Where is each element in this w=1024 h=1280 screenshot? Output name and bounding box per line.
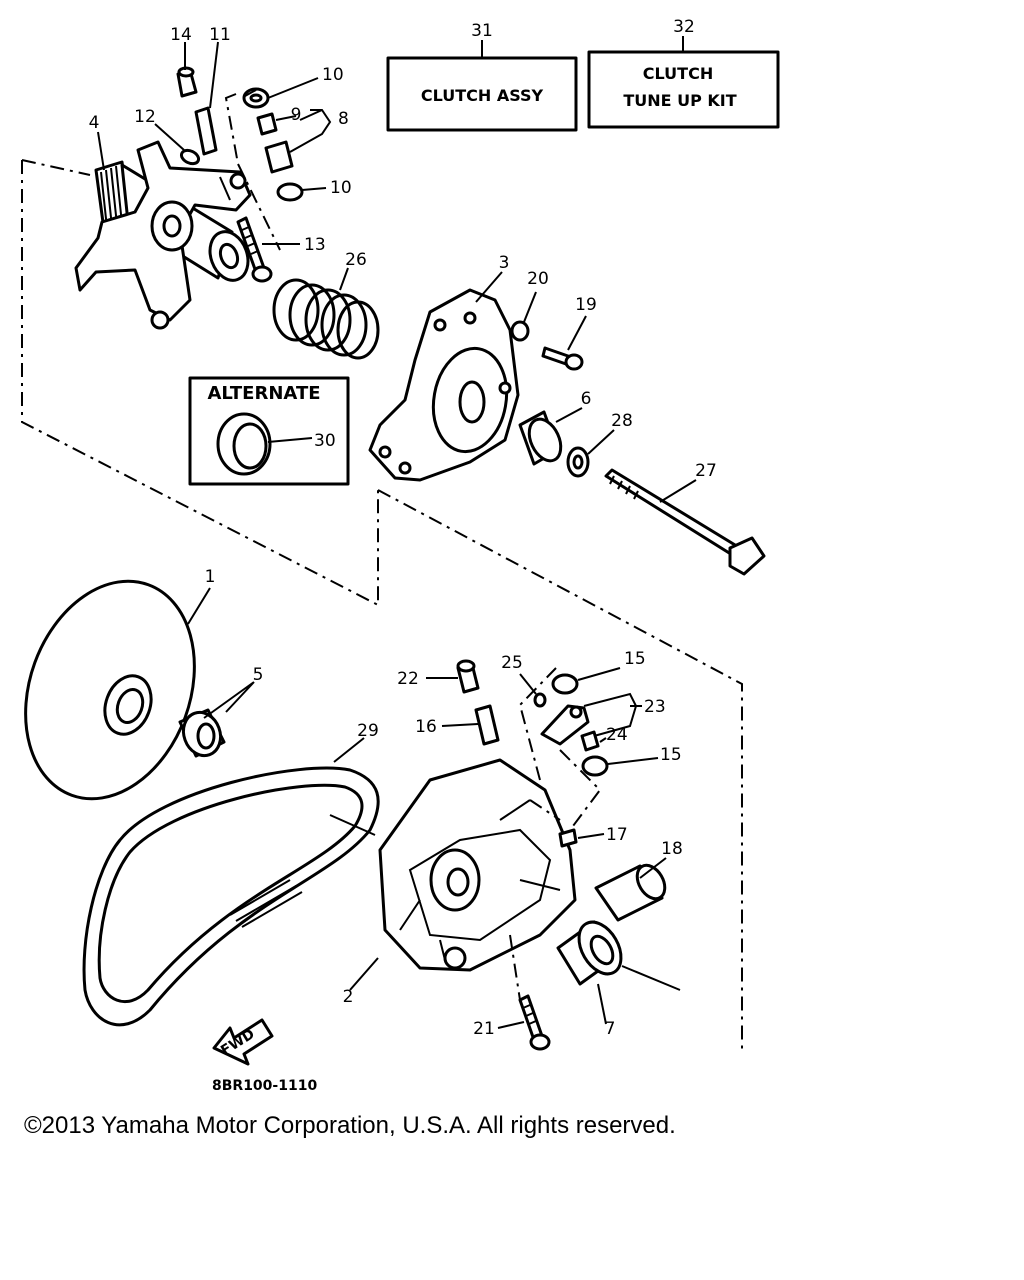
part-13-bolt [236, 216, 273, 283]
part-15-washer-bottom [581, 755, 609, 777]
part-23-weight [540, 704, 590, 746]
part-4-spider-shaft [74, 140, 252, 330]
callout-15-bottom: 15 [660, 745, 682, 765]
part-1-sheave [24, 579, 196, 801]
alternate-label: ALTERNATE [207, 383, 320, 404]
callout-10-top: 10 [322, 65, 344, 85]
callout-16: 16 [415, 717, 437, 737]
callout-27: 27 [695, 461, 717, 481]
diagram-code: 8BR100-1110 [212, 1078, 317, 1094]
callout-18: 18 [661, 839, 683, 859]
alternate-box: ALTERNATE [188, 376, 350, 486]
callout-13: 13 [304, 235, 326, 255]
part-3-cover [368, 288, 520, 482]
callout-11: 11 [209, 25, 231, 45]
callout-14: 14 [170, 25, 192, 45]
callout-10-bottom: 10 [330, 178, 352, 198]
callout-12: 12 [134, 107, 156, 127]
part-5-bushing [178, 708, 226, 758]
part-26-spring [272, 278, 380, 360]
part-8-roller [264, 140, 294, 174]
part-6-bushing [518, 410, 563, 466]
callout-3: 3 [499, 253, 510, 273]
callout-19: 19 [575, 295, 597, 315]
copyright-notice: ©2013 Yamaha Motor Corporation, U.S.A. A… [24, 1112, 676, 1139]
part-15-washer-top [551, 673, 579, 695]
part-14-cap [176, 66, 198, 98]
tune-up-kit-label-line2: TUNE UP KIT [623, 91, 736, 110]
callout-26: 26 [345, 250, 367, 270]
callout-20: 20 [527, 269, 549, 289]
callout-4: 4 [89, 113, 100, 133]
callout-5: 5 [253, 665, 264, 685]
callout-32: 32 [673, 17, 695, 37]
part-25-pin [533, 692, 547, 708]
part-10-washer-top [242, 87, 270, 109]
part-10-washer-bottom [276, 182, 304, 202]
leader-lines [97, 41, 697, 1029]
callout-2: 2 [343, 987, 354, 1007]
callout-21: 21 [473, 1019, 495, 1039]
clutch-assy-box: CLUTCH ASSY [386, 40, 578, 132]
callout-25: 25 [501, 653, 523, 673]
callout-7: 7 [605, 1019, 616, 1039]
part-28-washer [566, 446, 590, 478]
callout-22: 22 [397, 669, 419, 689]
part-24-bushing [580, 730, 600, 752]
part-22-cap [456, 659, 480, 694]
callout-15-top: 15 [624, 649, 646, 669]
callout-6: 6 [581, 389, 592, 409]
part-7-bushing [556, 920, 623, 986]
fwd-arrow-icon: FWD [212, 1018, 274, 1066]
part-9-bushing [256, 112, 278, 136]
part-12-pin [179, 148, 201, 166]
callout-1: 1 [205, 567, 216, 587]
callout-31: 31 [471, 21, 493, 41]
part-18-sleeve [594, 863, 667, 922]
callout-24: 24 [606, 725, 628, 745]
callout-9: 9 [291, 105, 302, 125]
part-29-belt [82, 766, 380, 1027]
callout-30: 30 [314, 431, 336, 451]
callout-17: 17 [606, 825, 628, 845]
part-2-clutch-housing [329, 758, 577, 972]
part-11-pin [194, 106, 218, 156]
clutch-tune-up-kit-box: CLUTCH TUNE UP KIT [587, 36, 780, 129]
part-19-bolt [541, 346, 584, 371]
callout-28: 28 [611, 411, 633, 431]
part-27-long-bolt [604, 468, 766, 576]
part-21-bolt [518, 994, 551, 1051]
tune-up-kit-label-line1: CLUTCH [643, 64, 713, 83]
callout-29: 29 [357, 721, 379, 741]
clutch-assy-label: CLUTCH ASSY [421, 86, 544, 105]
callout-8: 8 [338, 109, 349, 129]
part-17-screw [558, 828, 578, 848]
callout-23: 23 [644, 697, 666, 717]
part-16-pin [474, 704, 500, 746]
part-20-nut [510, 320, 530, 342]
